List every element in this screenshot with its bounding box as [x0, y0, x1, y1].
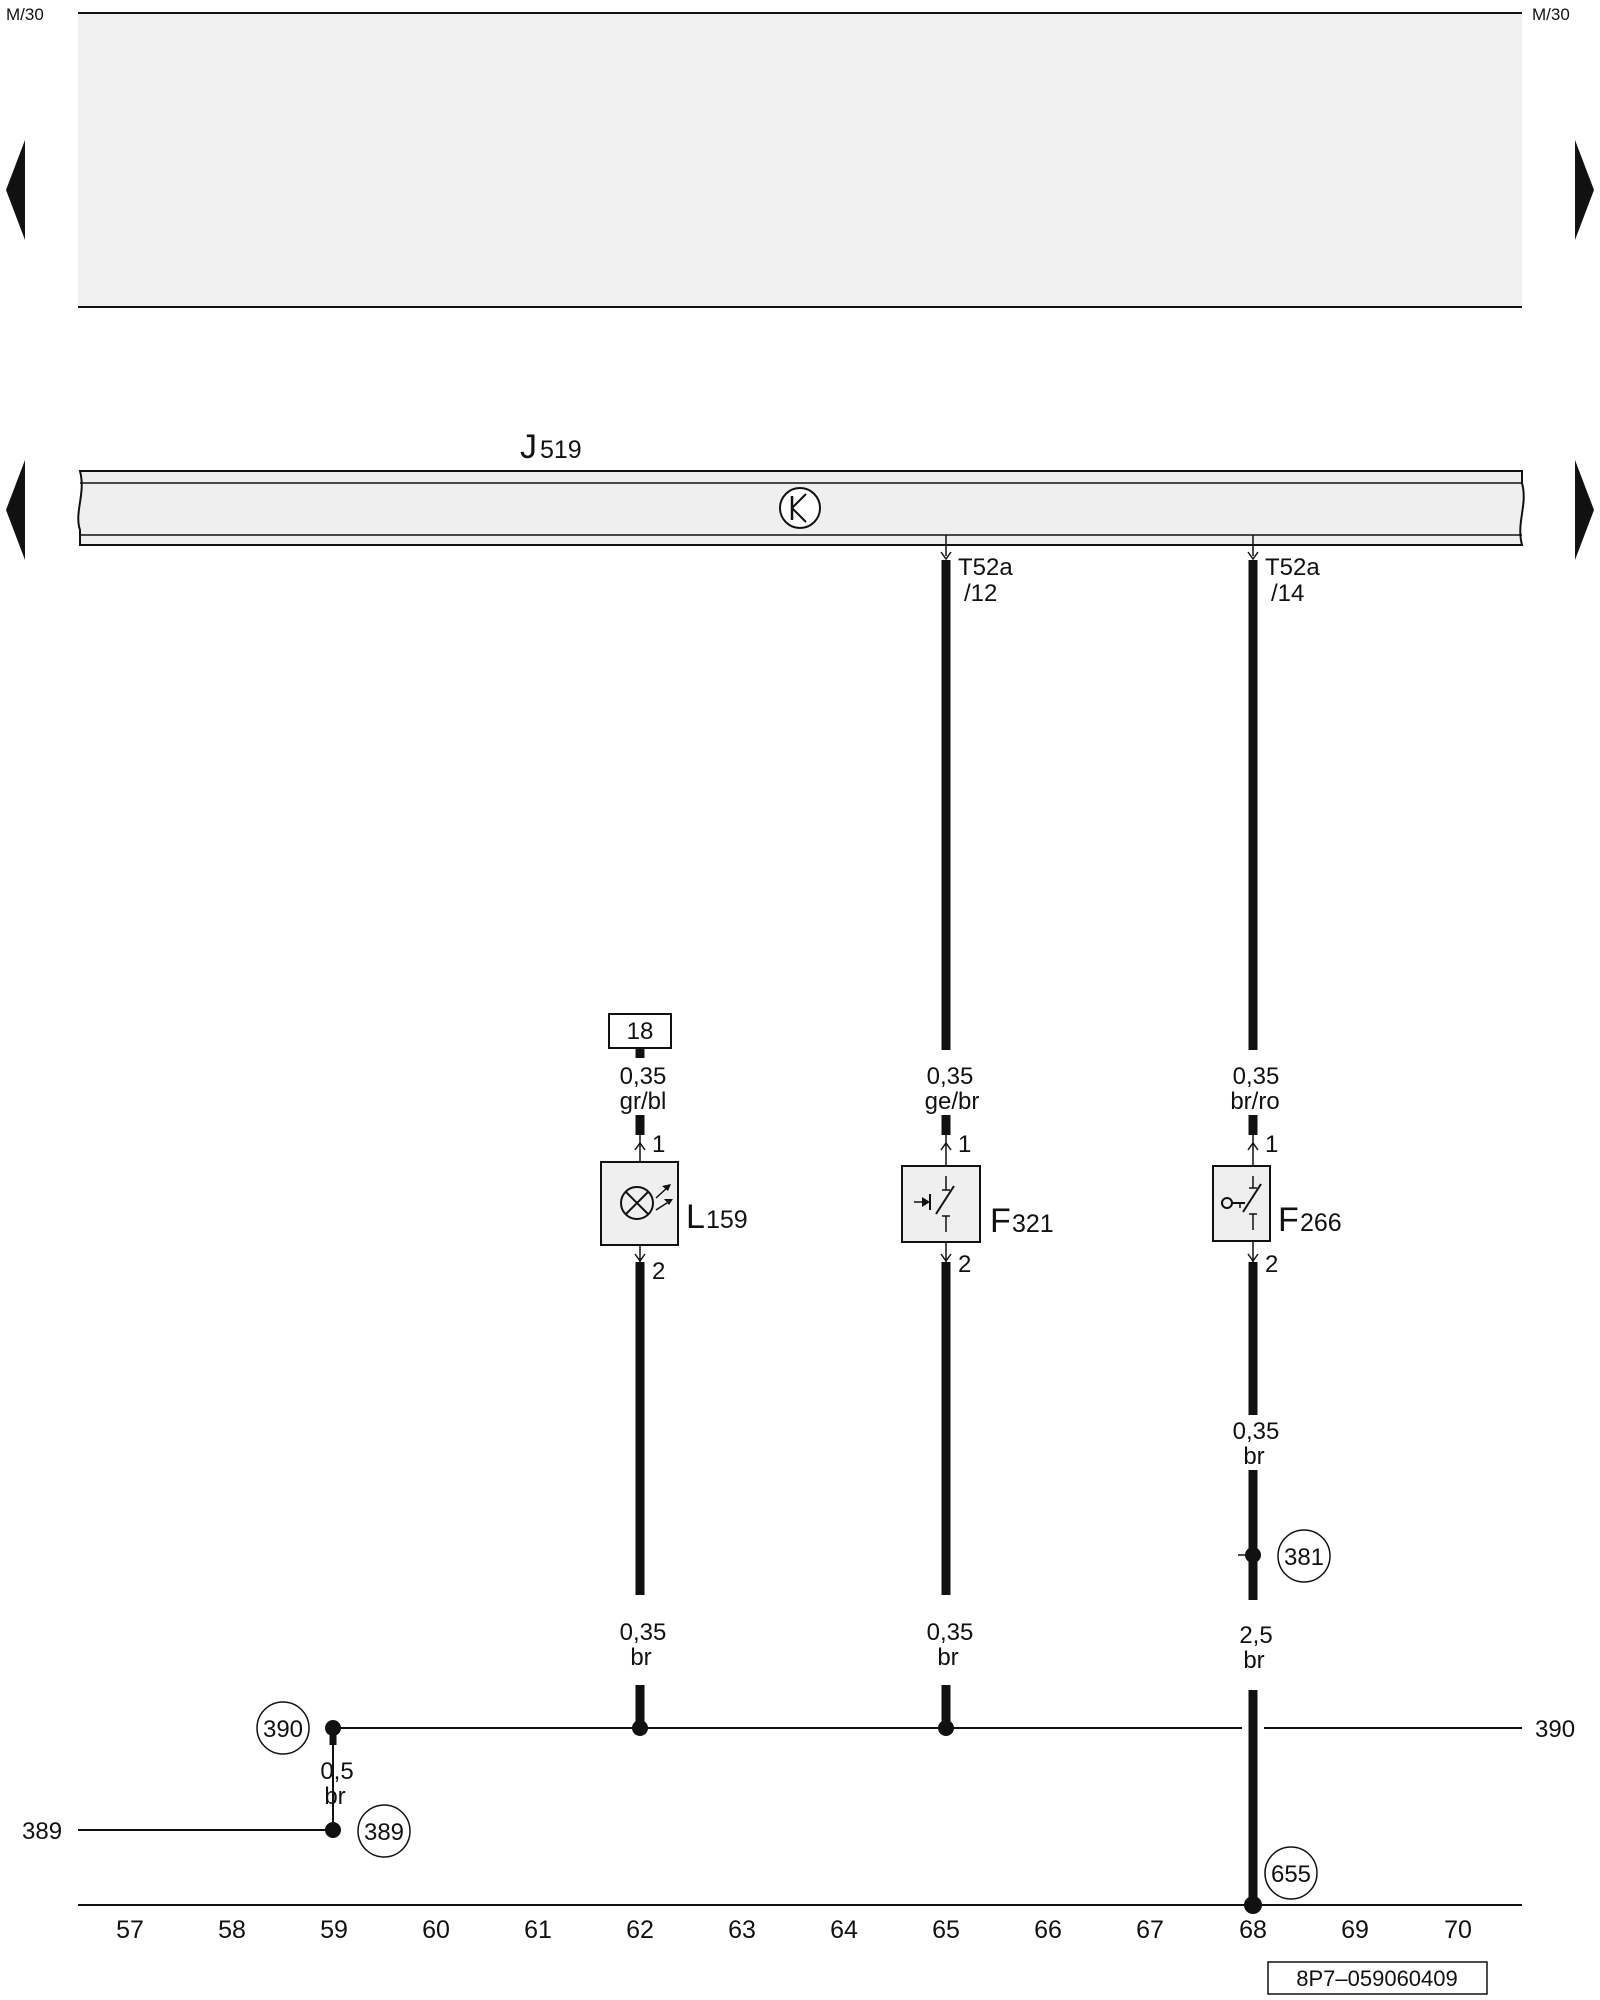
wire-color-f266-mid: br: [1243, 1443, 1264, 1470]
component-f321: [901, 1135, 981, 1263]
arrow-right-top-icon[interactable]: [1575, 140, 1594, 240]
column-number: 63: [728, 1916, 756, 1944]
component-label-l: L: [686, 1198, 705, 1236]
connector-pin-t52a-12: [940, 551, 952, 561]
connector-pin-t52a-14: [1247, 551, 1259, 561]
wire-size-l159-top: 0,35: [620, 1063, 667, 1090]
wire-color-f321-top: ge/br: [925, 1088, 980, 1115]
column-numbers: 57 58 59 60 61 62 63 64 65 66 67 68 69 7…: [116, 1916, 1472, 1944]
column-number: 58: [218, 1916, 246, 1944]
component-sub-159: 159: [706, 1206, 748, 1234]
connector-label-t52a-14: T52a: [1265, 554, 1320, 581]
column-number: 66: [1034, 1916, 1062, 1944]
column-number: 67: [1136, 1916, 1164, 1944]
column-number: 65: [932, 1916, 960, 1944]
column-number: 69: [1341, 1916, 1369, 1944]
wire-color-f266-bottom: br: [1243, 1647, 1264, 1674]
switch-icon: [914, 1176, 955, 1232]
connector-pin-label-14: /14: [1271, 580, 1304, 607]
column-number: 68: [1239, 1916, 1267, 1944]
ground-point-389-label: 389: [364, 1819, 404, 1846]
wire-size-f266-mid: 0,35: [1233, 1418, 1280, 1445]
component-sub-266: 266: [1300, 1209, 1342, 1237]
connector-label-t52a-12: T52a: [958, 554, 1013, 581]
control-unit-label: J: [520, 428, 537, 466]
pin-1-f266: 1: [1265, 1131, 1278, 1158]
ground-point-389: [357, 1804, 411, 1858]
wire-size-f266-top: 0,35: [1233, 1063, 1280, 1090]
ground-point-390: [256, 1701, 310, 1755]
component-label-f266: F: [1278, 1201, 1299, 1239]
ground-point-381: [1277, 1529, 1331, 1583]
wire-size-f321-top: 0,35: [927, 1063, 974, 1090]
wire-color-l159-top: gr/bl: [620, 1088, 667, 1115]
arrow-left-mid-icon[interactable]: [6, 460, 25, 560]
arrow-right-mid-icon[interactable]: [1575, 460, 1594, 560]
line-ref-389: 389: [22, 1818, 62, 1845]
transistor-symbol-icon: [779, 487, 821, 529]
wire-color-f321-bottom: br: [937, 1644, 958, 1671]
key-switch-icon: [1221, 1176, 1262, 1230]
column-number: 64: [830, 1916, 858, 1944]
column-number: 60: [422, 1916, 450, 1944]
ref-left-m30: M/30: [6, 5, 44, 24]
wire-color-ground-link: br: [324, 1783, 345, 1810]
ref-right-m30: M/30: [1532, 5, 1570, 24]
column-number: 57: [116, 1916, 144, 1944]
ground-point-655-label: 655: [1271, 1861, 1311, 1888]
component-label-f321: F: [990, 1202, 1011, 1240]
terminal-box-18: [608, 1013, 672, 1049]
pin-1-f321: 1: [958, 1131, 971, 1158]
wire-size-ground-link: 0,5: [320, 1758, 353, 1785]
column-number: 70: [1444, 1916, 1472, 1944]
junction-389: [325, 1822, 341, 1838]
control-unit-sub: 519: [540, 436, 582, 464]
component-sub-321: 321: [1012, 1210, 1054, 1238]
top-band: [78, 13, 1522, 307]
column-number: 61: [524, 1916, 552, 1944]
wire-color-l159-bottom: br: [630, 1644, 651, 1671]
junction-bus-left: [325, 1720, 341, 1736]
junction-f321: [938, 1720, 954, 1736]
column-number: 59: [320, 1916, 348, 1944]
pin-2-f266: 2: [1265, 1251, 1278, 1278]
ground-381-junction: [1245, 1547, 1261, 1563]
doc-code-box: [1267, 1961, 1488, 1995]
wire-size-l159-bottom: 0,35: [620, 1619, 667, 1646]
ground-point-390-label: 390: [263, 1716, 303, 1743]
component-f266: [1212, 1135, 1271, 1263]
junction-l159: [632, 1720, 648, 1736]
column-number: 62: [626, 1916, 654, 1944]
component-l159: [600, 1135, 679, 1263]
doc-code: 8P7–059060409: [1296, 1966, 1458, 1991]
bulb-icon: [620, 1184, 673, 1220]
arrow-left-top-icon[interactable]: [6, 140, 25, 240]
wire-size-f321-bottom: 0,35: [927, 1619, 974, 1646]
wire-size-f266-bottom: 2,5: [1239, 1622, 1272, 1649]
ground-point-381-label: 381: [1284, 1544, 1324, 1571]
line-ref-390: 390: [1535, 1716, 1575, 1743]
pin-2-l159: 2: [652, 1258, 665, 1285]
wire-color-f266-top: br/ro: [1230, 1088, 1279, 1115]
pin-2-f321: 2: [958, 1251, 971, 1278]
pin-1-l159: 1: [652, 1131, 665, 1158]
thick-wires: [329, 560, 1258, 1905]
ground-point-655: [1264, 1846, 1318, 1900]
connector-pin-label-12: /12: [964, 580, 997, 607]
terminal-box-label: 18: [627, 1018, 654, 1045]
